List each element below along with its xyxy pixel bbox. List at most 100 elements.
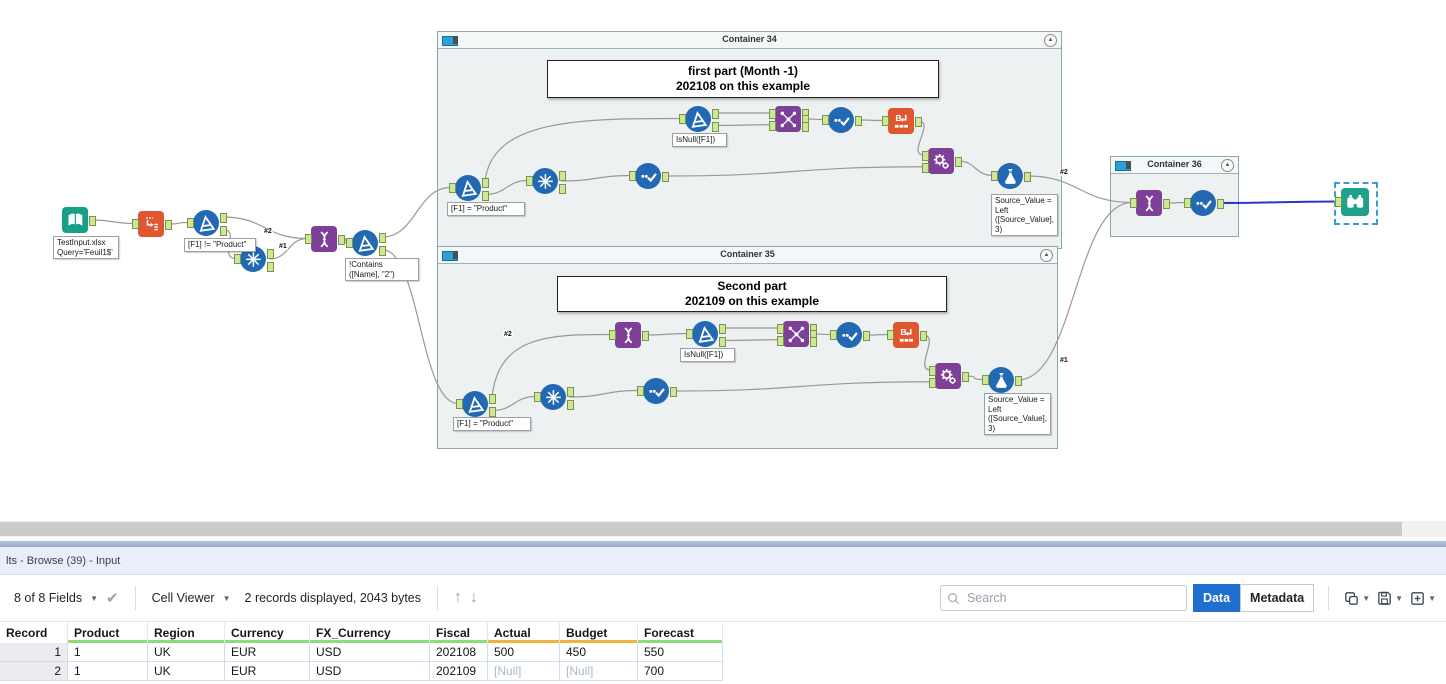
column-header-region[interactable]: Region bbox=[148, 622, 225, 643]
wire[interactable] bbox=[664, 166, 925, 177]
table-cell[interactable]: 2 bbox=[0, 662, 68, 681]
column-header-budget[interactable]: Budget bbox=[560, 622, 638, 643]
wire[interactable] bbox=[381, 186, 452, 238]
metadata-tab-button[interactable]: Metadata bbox=[1240, 584, 1315, 612]
fields-caret-icon[interactable]: ▼ bbox=[90, 593, 99, 603]
table-cell[interactable]: [Null] bbox=[488, 662, 560, 681]
container-collapse-button[interactable]: ▲ bbox=[1221, 159, 1234, 172]
join-tool[interactable] bbox=[777, 321, 817, 347]
column-header-record[interactable]: Record bbox=[0, 622, 68, 643]
cell-viewer-dropdown[interactable]: Cell Viewer bbox=[151, 591, 215, 605]
tool-annotation[interactable]: [F1] != "Product" bbox=[184, 238, 256, 252]
wire[interactable] bbox=[91, 219, 135, 225]
column-header-currency[interactable]: Currency bbox=[225, 622, 310, 643]
union-tool[interactable] bbox=[534, 384, 574, 410]
crosstab-tool[interactable]: B bbox=[882, 108, 922, 134]
unique-tool[interactable] bbox=[822, 107, 862, 133]
wire[interactable] bbox=[561, 174, 632, 182]
wire[interactable] bbox=[484, 179, 529, 196]
dna-tool[interactable] bbox=[1130, 190, 1170, 216]
tool-annotation[interactable]: [F1] = "Product" bbox=[453, 417, 531, 431]
dna-tool[interactable] bbox=[305, 226, 345, 252]
container-enable-toggle[interactable] bbox=[1115, 161, 1131, 171]
container-header[interactable]: Container 34 ▲ bbox=[438, 32, 1061, 49]
container-enable-toggle[interactable] bbox=[442, 251, 458, 261]
wire[interactable] bbox=[484, 117, 682, 183]
filter-tool[interactable] bbox=[346, 230, 386, 256]
table-cell[interactable]: 700 bbox=[638, 662, 723, 681]
wire[interactable] bbox=[381, 248, 459, 405]
container-header[interactable]: Container 35 ▲ bbox=[438, 247, 1057, 264]
container-header[interactable]: Container 36 ▲ bbox=[1111, 157, 1238, 174]
filter-tool[interactable] bbox=[449, 175, 489, 201]
column-header-forecast[interactable]: Forecast bbox=[638, 622, 723, 643]
dselect-tool[interactable] bbox=[929, 363, 969, 389]
wire[interactable] bbox=[491, 395, 537, 412]
crosstab-tool[interactable]: B bbox=[887, 322, 927, 348]
apply-check-icon[interactable]: ✔ bbox=[106, 590, 119, 607]
filter-tool[interactable] bbox=[679, 106, 719, 132]
wire[interactable] bbox=[721, 339, 780, 342]
dna-tool[interactable] bbox=[609, 322, 649, 348]
wire[interactable] bbox=[269, 237, 308, 260]
table-cell[interactable]: [Null] bbox=[560, 662, 638, 681]
unique-tool[interactable] bbox=[830, 322, 870, 348]
tool-annotation[interactable]: IsNull([F1]) bbox=[672, 133, 727, 147]
tool-annotation[interactable]: [F1] = "Product" bbox=[447, 202, 525, 216]
scrollbar-thumb[interactable] bbox=[0, 522, 1402, 536]
copy-button[interactable]: ▼ bbox=[1343, 590, 1370, 607]
wire[interactable] bbox=[569, 389, 640, 398]
unique-tool[interactable] bbox=[637, 378, 677, 404]
column-header-fiscal[interactable]: Fiscal bbox=[430, 622, 488, 643]
table-cell[interactable]: 202108 bbox=[430, 643, 488, 662]
panel-splitter[interactable] bbox=[0, 537, 1446, 547]
table-cell[interactable]: UK bbox=[148, 643, 225, 662]
new-window-button[interactable]: ▼ bbox=[1409, 590, 1436, 607]
parse-tool[interactable] bbox=[132, 211, 172, 237]
workflow-canvas[interactable]: Container 34 ▲ Container 35 ▲ Container … bbox=[0, 0, 1446, 521]
container-enable-toggle[interactable] bbox=[442, 36, 458, 46]
cell-viewer-caret-icon[interactable]: ▼ bbox=[222, 593, 231, 603]
unique-tool[interactable] bbox=[629, 163, 669, 189]
table-cell[interactable]: UK bbox=[148, 662, 225, 681]
wire[interactable] bbox=[917, 120, 925, 156]
formula-tool[interactable] bbox=[991, 163, 1031, 189]
formula-tool[interactable] bbox=[982, 367, 1022, 393]
table-cell[interactable]: 550 bbox=[638, 643, 723, 662]
browse-tool[interactable] bbox=[1335, 188, 1369, 216]
filter-tool[interactable] bbox=[187, 210, 227, 236]
table-cell[interactable]: 500 bbox=[488, 643, 560, 662]
dselect-tool[interactable] bbox=[922, 148, 962, 174]
table-cell[interactable]: USD bbox=[310, 662, 430, 681]
column-header-fx_currency[interactable]: FX_Currency bbox=[310, 622, 430, 643]
comment-box[interactable]: first part (Month -1)202108 on this exam… bbox=[547, 60, 939, 98]
wire[interactable] bbox=[714, 124, 772, 127]
wire[interactable] bbox=[644, 332, 689, 336]
input-tool[interactable] bbox=[62, 207, 96, 233]
scroll-down-button[interactable]: ↓ bbox=[470, 589, 479, 606]
search-box[interactable] bbox=[939, 585, 1187, 611]
table-cell[interactable]: EUR bbox=[225, 643, 310, 662]
fields-dropdown[interactable]: 8 of 8 Fields bbox=[14, 591, 83, 605]
tool-annotation[interactable]: Source_Value =Left([Source_Value],3) bbox=[984, 393, 1051, 435]
column-header-product[interactable]: Product bbox=[68, 622, 148, 643]
join-tool[interactable] bbox=[769, 106, 809, 132]
tool-annotation[interactable]: IsNull([F1]) bbox=[680, 348, 735, 362]
canvas-horizontal-scrollbar[interactable] bbox=[0, 521, 1446, 537]
filter-tool[interactable] bbox=[686, 321, 726, 347]
column-header-actual[interactable]: Actual bbox=[488, 622, 560, 643]
table-cell[interactable]: 1 bbox=[0, 643, 68, 662]
union-tool[interactable] bbox=[526, 168, 566, 194]
wire[interactable] bbox=[491, 333, 612, 399]
wire-selected[interactable] bbox=[1219, 200, 1338, 204]
save-button[interactable]: ▼ bbox=[1376, 590, 1403, 607]
table-cell[interactable]: 202109 bbox=[430, 662, 488, 681]
table-cell[interactable]: USD bbox=[310, 643, 430, 662]
wire[interactable] bbox=[222, 216, 308, 240]
container-collapse-button[interactable]: ▲ bbox=[1040, 249, 1053, 262]
wire[interactable] bbox=[1026, 175, 1133, 204]
